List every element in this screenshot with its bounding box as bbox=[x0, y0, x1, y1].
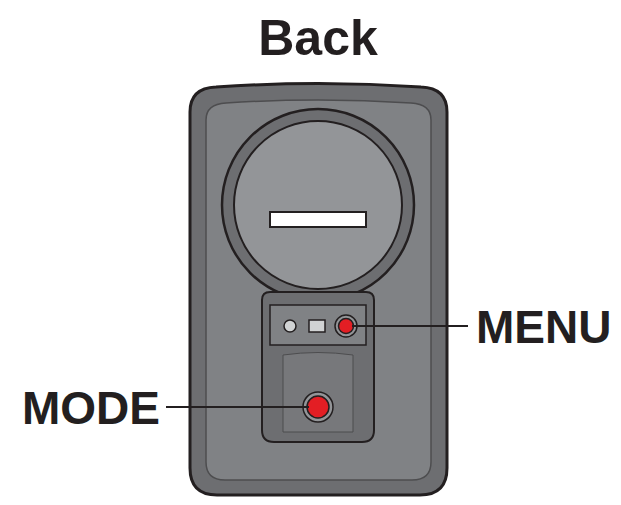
mode-button bbox=[307, 396, 329, 418]
mode-recess bbox=[283, 353, 353, 433]
view-title: Back bbox=[258, 13, 378, 63]
battery-cover bbox=[234, 121, 402, 289]
leader-line bbox=[166, 406, 309, 408]
housing-face bbox=[206, 100, 431, 480]
coin-slot bbox=[270, 212, 366, 227]
contact-strip bbox=[270, 305, 366, 345]
lower-panel bbox=[262, 292, 374, 442]
button-label: MODE bbox=[22, 385, 160, 431]
contact bbox=[284, 320, 296, 332]
housing bbox=[190, 84, 447, 496]
sensor-window bbox=[309, 320, 325, 332]
leader-line bbox=[352, 325, 468, 327]
button-label: MENU bbox=[476, 304, 611, 350]
battery-ring bbox=[222, 109, 414, 301]
menu-button bbox=[339, 319, 354, 334]
